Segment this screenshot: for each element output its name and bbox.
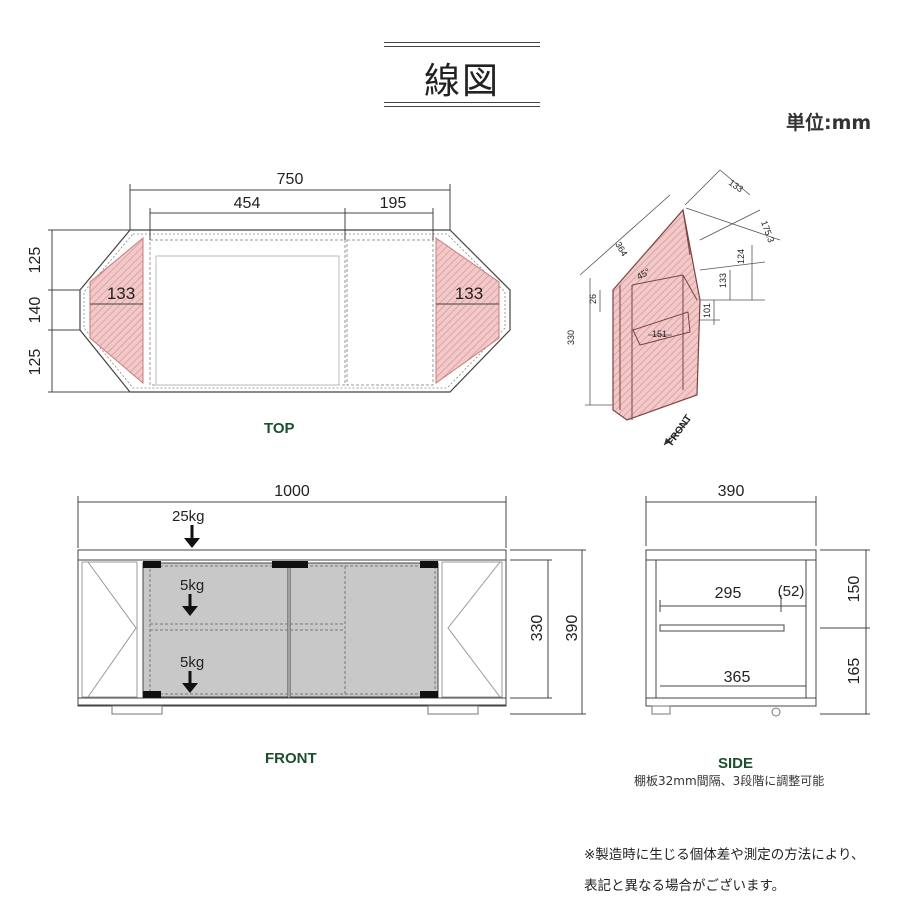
front-body <box>77 559 507 706</box>
side-depth: 390 <box>718 483 745 500</box>
top-view-label: TOP <box>264 420 295 437</box>
top-mid-depth: 140 <box>27 297 44 324</box>
top-width-total: 750 <box>277 171 304 188</box>
top-outline <box>79 229 511 393</box>
top-left-corner-panel <box>89 236 144 385</box>
title-rule-top-2 <box>384 46 540 47</box>
front-load-top: 25kg <box>172 508 205 525</box>
top-view <box>48 184 511 393</box>
side-lower-height: 165 <box>846 658 863 685</box>
title-rule-bottom-2 <box>384 106 540 107</box>
front-left-glass <box>81 561 138 698</box>
side-inner-depth: 365 <box>724 669 751 686</box>
disclaimer-line-2: 表記と異なる場合がございます。 <box>584 878 786 894</box>
side-view <box>645 496 870 717</box>
iso-view <box>579 169 781 446</box>
top-corner-left-dim: 133 <box>107 284 135 303</box>
iso-shelf <box>632 311 691 346</box>
side-upper-height: 150 <box>846 576 863 603</box>
iso-dim-3: 364 <box>613 240 629 258</box>
side-shelf-depth: 295 <box>715 585 742 602</box>
title-rule-top-1 <box>384 42 540 43</box>
title-rule-bottom-1 <box>384 102 540 103</box>
front-view <box>77 496 586 715</box>
disclaimer-line-1: ※製造時に生じる個体差や測定の方法により、 <box>584 847 865 863</box>
side-view-label: SIDE <box>718 755 754 772</box>
top-inner-width: 454 <box>234 195 261 212</box>
iso-dim-7: 26 <box>588 294 598 304</box>
top-left-depth: 125 <box>27 247 44 274</box>
front-top-board <box>77 549 507 561</box>
unit-label: 単位:mm <box>786 112 872 134</box>
top-corner-right-dim: 133 <box>455 284 483 303</box>
front-inner-height: 330 <box>529 615 546 642</box>
iso-dim-1: 133 <box>727 177 745 194</box>
front-view-label: FRONT <box>265 750 317 767</box>
top-right-depth: 125 <box>27 349 44 376</box>
page-title: 線図 <box>423 61 500 102</box>
side-shelf <box>659 624 785 632</box>
top-left-compartment <box>149 239 346 386</box>
iso-dim-5: 133 <box>718 273 728 288</box>
front-load-shelf2: 5kg <box>180 654 204 671</box>
top-side-width: 195 <box>380 195 407 212</box>
front-right-glass <box>441 561 503 698</box>
iso-dim-2: 175.3 <box>759 219 776 244</box>
front-right-door <box>289 562 439 698</box>
iso-dim-10: 330 <box>566 330 576 345</box>
front-bottom-board <box>77 697 507 707</box>
top-right-compartment <box>346 239 434 386</box>
side-top-board <box>645 549 817 561</box>
side-view-note: 棚板32mm間隔、3段階に調整可能 <box>634 774 825 788</box>
iso-dim-6: 101 <box>702 303 712 318</box>
top-right-corner-panel <box>435 237 500 384</box>
front-total-height: 390 <box>564 615 581 642</box>
top-outline-inner <box>83 233 506 389</box>
iso-dim-9: 151 <box>652 329 667 339</box>
iso-unit-body <box>612 208 701 421</box>
iso-dim-4: 124 <box>736 249 746 264</box>
front-load-shelf1: 5kg <box>180 577 204 594</box>
side-shelf-offset: (52) <box>778 583 805 600</box>
front-width: 1000 <box>274 483 310 500</box>
iso-front-label: FRONT <box>665 413 694 448</box>
title-block: 線図 <box>384 42 540 107</box>
top-inner-panel <box>155 255 340 386</box>
